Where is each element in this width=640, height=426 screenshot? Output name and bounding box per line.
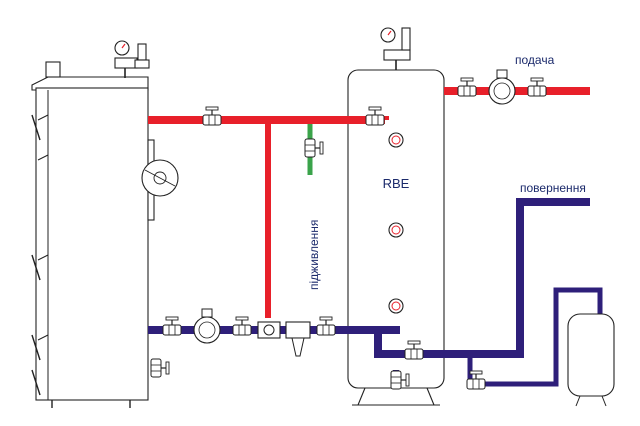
valve-icon: [457, 77, 477, 97]
supply-label: подача: [515, 53, 555, 67]
valve-icon: [466, 370, 486, 390]
supply-pump-icon: [488, 69, 516, 105]
tank-safety-group: [380, 27, 411, 70]
boiler-pressure-gauge-icon: [114, 40, 130, 56]
makeup-line: [304, 124, 324, 175]
tank-label: RBE: [383, 176, 410, 191]
boiler: [31, 61, 179, 408]
boiler-safety-group: [114, 40, 150, 78]
valve-icon: [232, 316, 252, 336]
makeup-label: підживлення: [307, 220, 321, 290]
tank-thermometer-top-icon: [388, 132, 404, 148]
tank-drain-valve-icon: [390, 370, 410, 390]
mixing-valve: [257, 321, 281, 339]
tank-thermometer-middle-icon: [388, 222, 404, 238]
expansion-vessel: [567, 313, 615, 407]
tank-pressure-gauge-icon: [380, 27, 396, 43]
return-label: повернення: [520, 181, 586, 195]
valve-icon: [404, 340, 424, 360]
strainer-filter-icon: [285, 321, 311, 357]
makeup-valve-icon: [304, 138, 324, 158]
valve-icon: [162, 316, 182, 336]
valve-icon: [527, 77, 547, 97]
valve-icon: [316, 316, 336, 336]
return-pump-icon: [193, 308, 221, 344]
drain-valve-icon: [150, 358, 170, 378]
valve-icon: [365, 106, 385, 126]
valve-icon: [202, 106, 222, 126]
tank-thermometer-bottom-icon: [388, 298, 404, 314]
